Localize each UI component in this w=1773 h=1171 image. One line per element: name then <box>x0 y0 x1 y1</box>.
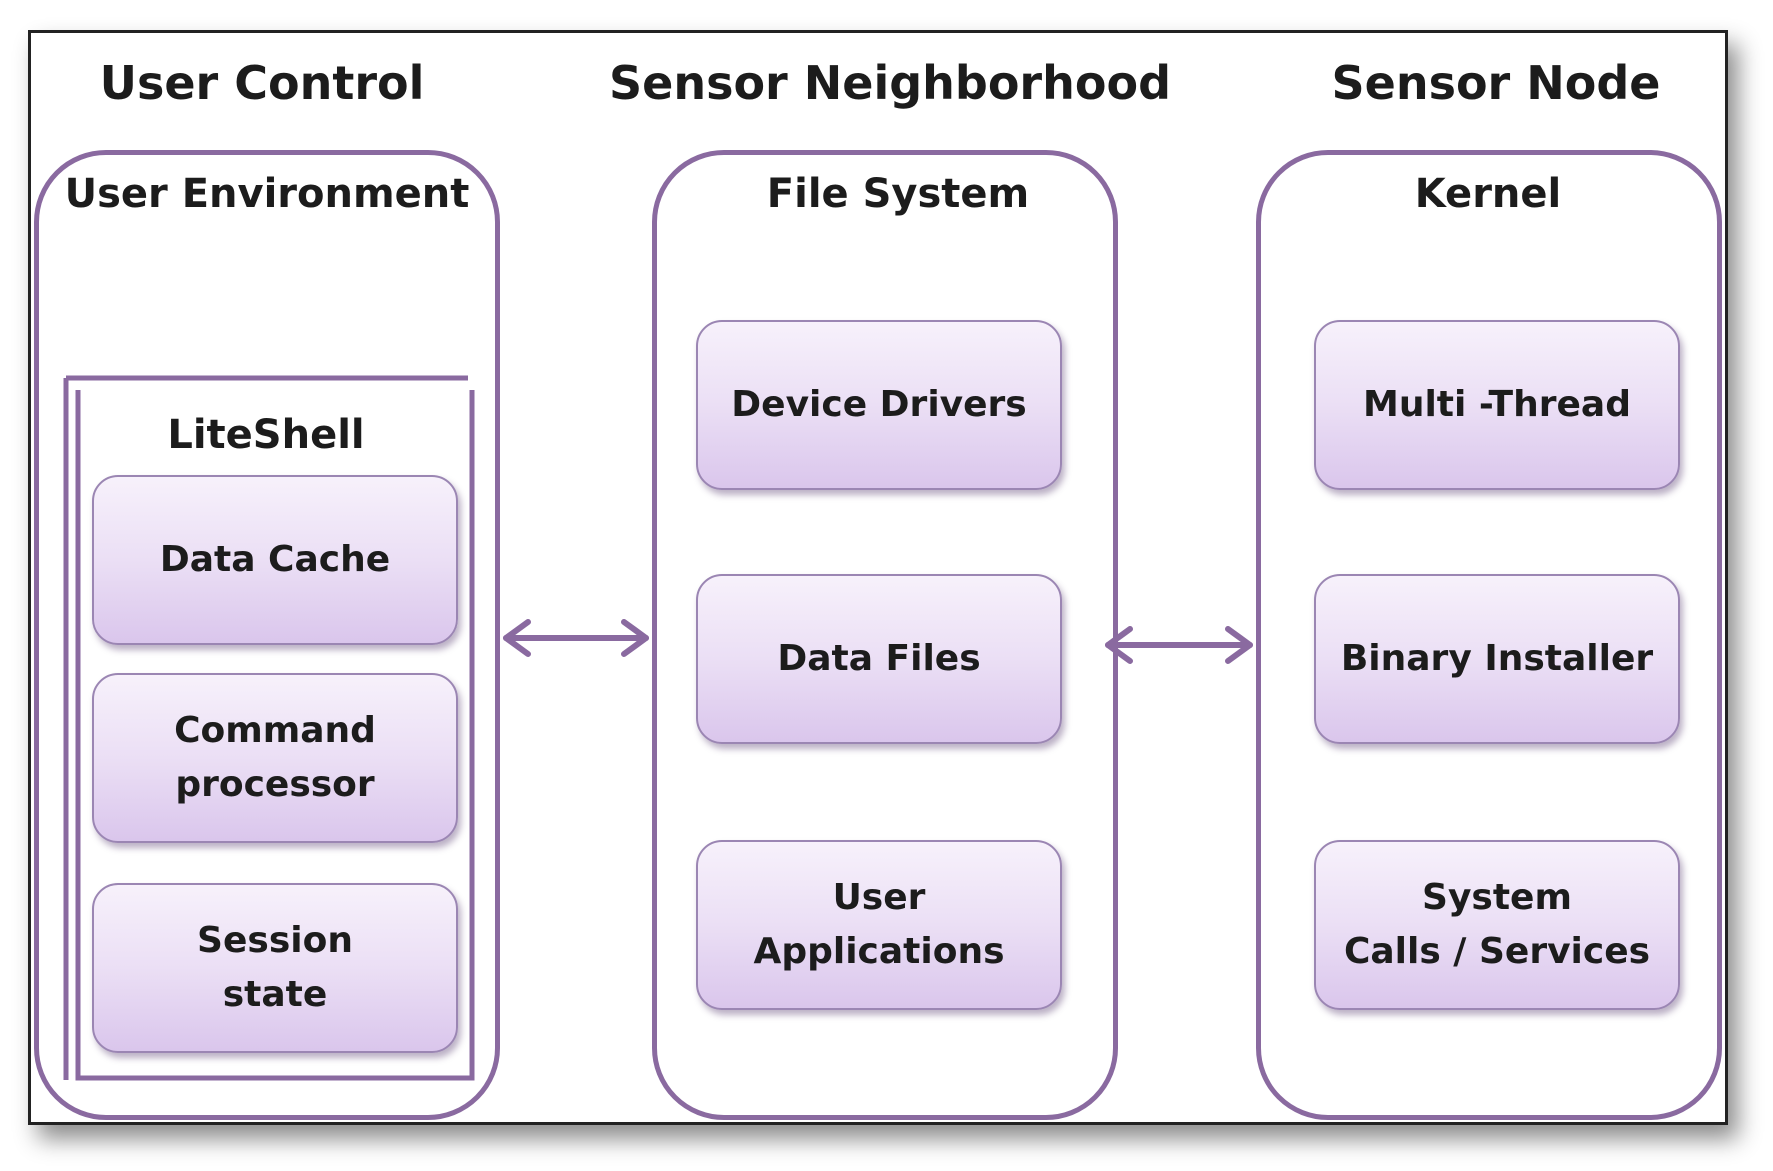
box-data-cache: Data Cache <box>92 475 458 645</box>
box-label: Session state <box>197 920 353 1015</box>
box-data-files: Data Files <box>696 574 1062 744</box>
box-label: Data Files <box>777 638 981 679</box>
box-label: Binary Installer <box>1340 638 1654 679</box>
box-label: System Calls / Services <box>1343 877 1651 972</box>
box-label: Device Drivers <box>731 384 1027 425</box>
arrow-neighborhood-to-node <box>1105 626 1253 664</box>
box-device-drivers: Device Drivers <box>696 320 1062 490</box>
liteshell-frame <box>63 375 475 1081</box>
box-session-state: Session state <box>92 883 458 1053</box>
box-user-applications: User Applications <box>696 840 1062 1010</box>
panel-title-user-environment: User Environment <box>64 171 470 217</box>
box-multi-thread: Multi -Thread <box>1314 320 1680 490</box>
box-label: Command processor <box>174 710 376 805</box>
box-label: Multi -Thread <box>1363 384 1631 425</box>
panel-title-kernel: Kernel <box>1414 171 1562 217</box>
box-binary-installer: Binary Installer <box>1314 574 1680 744</box>
liteshell-title: LiteShell <box>167 412 365 458</box>
column-title-sensor-neighborhood: Sensor Neighborhood <box>609 56 1171 110</box>
panel-title-file-system: File System <box>766 171 1030 217</box>
column-title-sensor-node: Sensor Node <box>1331 56 1661 110</box>
arrow-user-to-neighborhood <box>503 619 649 657</box>
column-title-user-control: User Control <box>99 56 425 110</box>
box-label: User Applications <box>753 877 1005 972</box>
box-label: Data Cache <box>159 539 391 580</box>
box-system-calls-services: System Calls / Services <box>1314 840 1680 1010</box>
box-command-processor: Command processor <box>92 673 458 843</box>
